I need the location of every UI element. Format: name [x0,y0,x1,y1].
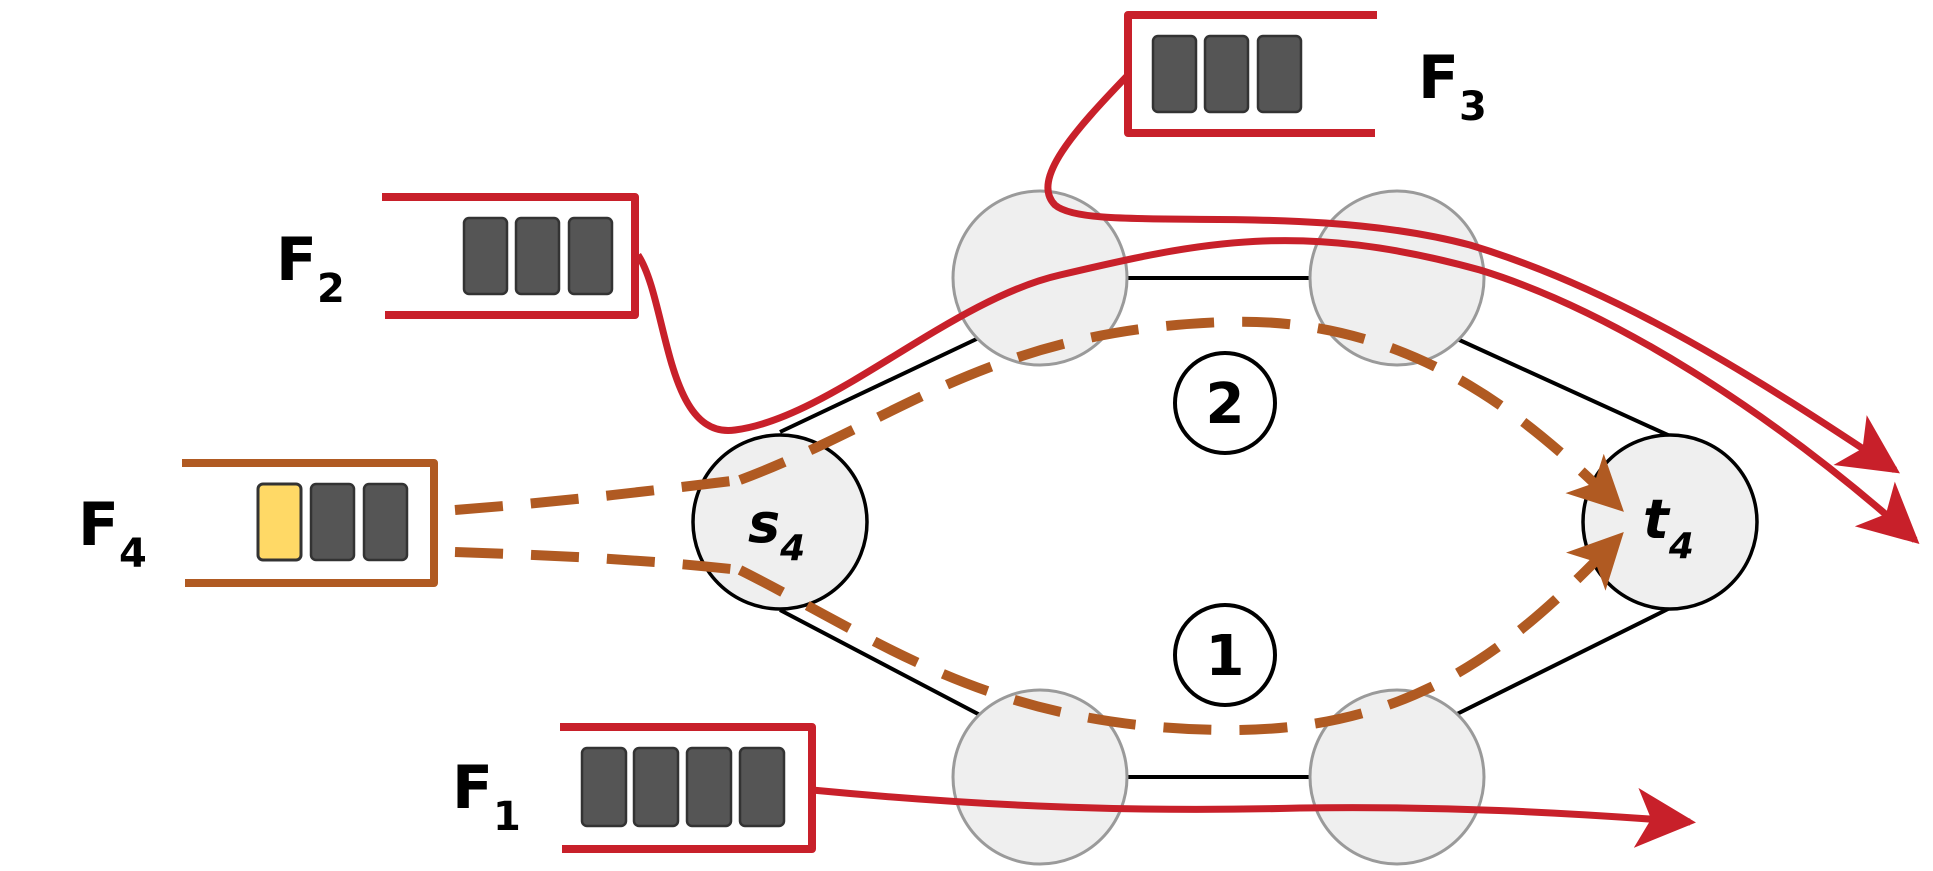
flow-f1-letter: F [452,753,493,823]
router-node-bottom-left [951,688,1129,866]
flow-f4-queue-buffer [182,459,438,587]
target-node-subscript: 4 [1668,526,1694,567]
flow-f3-packet [1151,34,1198,114]
flow-f4-subscript: 4 [119,531,147,577]
target-node-label: t4 [1643,488,1694,567]
flow-f4-paths [454,316,1624,736]
link-bottom-right-t4 [1454,606,1671,717]
flow-f3-queue-buffer [1124,11,1377,137]
flow-f3-queue [1124,11,1377,137]
path-label-lower: 1 [1173,603,1277,707]
flow-f2-packet [514,216,561,296]
source-node-letter: s [748,492,780,555]
target-node-letter: t [1643,488,1671,551]
flow-f1-packet [738,746,786,828]
source-node-label: s4 [748,492,805,569]
flow-f1-packet [685,746,733,828]
link-top-right-t4 [1454,336,1671,438]
flow-f3-subscript: 3 [1459,84,1487,130]
flow-f1-arrow [811,786,1696,848]
link-s4-top-left [779,333,986,434]
flow-f4-queue [182,459,438,587]
flow-f4-label: F4 [78,490,147,577]
flow-f1-subscript: 1 [493,794,521,840]
flow-f2-packet [462,216,509,296]
flow-f4-packet-highlighted [256,482,303,562]
flow-f4-packet [362,482,409,562]
path-label-lower-circle [1173,603,1277,707]
flow-f1-packet [632,746,680,828]
flow-f2-queue [382,193,639,319]
flow-f4-packet [309,482,356,562]
flow-f2-subscript: 2 [317,266,345,312]
path-label-upper: 2 [1173,351,1277,455]
path-label-lower-text: 1 [1206,624,1245,689]
flow-f1-label: F1 [452,753,521,840]
path-label-upper-text: 2 [1206,372,1245,437]
flow-f1-queue-buffer [560,723,816,853]
router-node-top-right [1308,189,1486,367]
flow-f1-packet [580,746,628,828]
flow-f4-letter: F [78,490,119,560]
flow-f4-entry-upper [454,475,741,515]
link-s4-bottom-left [779,608,981,717]
network-nodes [691,189,1759,866]
flow-f3-packet [1203,34,1250,114]
flow-f3-arrow [1044,72,1900,474]
flow-f2-arrow [635,237,1920,545]
network-links [779,276,1671,779]
target-node-t4 [1581,433,1759,611]
flow-f4-path-upper [738,316,1624,512]
flow-f2-letter: F [276,225,317,295]
flow-f2-label: F2 [276,225,345,312]
flow-f3-label: F3 [1418,43,1487,130]
flow-f1-queue [560,723,816,853]
flow-f4-entry-lower [454,547,741,575]
flow-f2-queue-buffer [382,193,639,319]
router-node-bottom-right [1308,688,1486,866]
path-label-upper-circle [1173,351,1277,455]
source-node-subscript: 4 [779,528,805,569]
flow-f3-packet [1256,34,1303,114]
flow-f2-packet [567,216,614,296]
source-node-s4 [691,433,869,611]
flow-f3-letter: F [1418,43,1459,113]
